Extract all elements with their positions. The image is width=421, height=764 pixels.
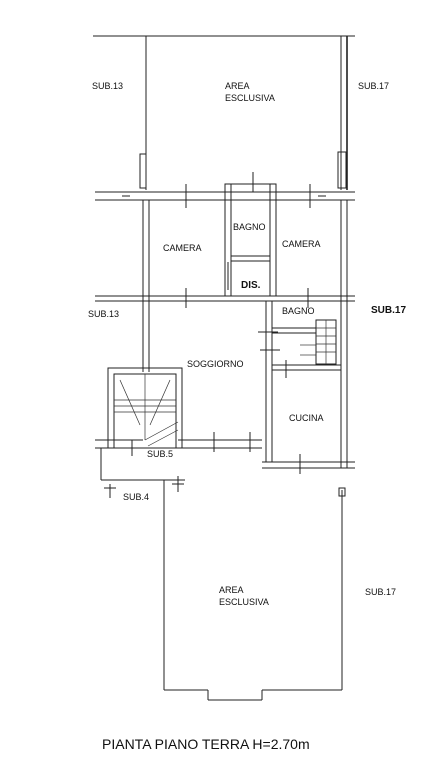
label-area-top-1: AREA bbox=[225, 81, 250, 91]
label-sub13-mid: SUB.13 bbox=[88, 309, 119, 319]
room-camera-left: CAMERA bbox=[163, 243, 202, 253]
internal-stair bbox=[300, 319, 337, 365]
label-area-top-2: ESCLUSIVA bbox=[225, 93, 275, 103]
label-sub17-top: SUB.17 bbox=[358, 81, 389, 91]
label-sub17-bottom: SUB.17 bbox=[365, 587, 396, 597]
label-area-bottom-2: ESCLUSIVA bbox=[219, 597, 269, 607]
top-area-boundary bbox=[93, 35, 355, 190]
room-bagno-right: BAGNO bbox=[282, 306, 315, 316]
common-staircase bbox=[107, 367, 183, 449]
label-sub5: SUB.5 bbox=[147, 449, 173, 459]
label-area-bottom-1: AREA bbox=[219, 585, 244, 595]
room-bagno-top: BAGNO bbox=[233, 222, 266, 232]
plan-title: PIANTA PIANO TERRA H=2.70m bbox=[102, 736, 310, 752]
room-dis: DIS. bbox=[241, 280, 261, 291]
label-sub13-top: SUB.13 bbox=[92, 81, 123, 91]
room-camera-right: CAMERA bbox=[282, 239, 321, 249]
label-sub17-mid: SUB.17 bbox=[371, 305, 406, 316]
bottom-area-boundary bbox=[100, 448, 346, 701]
room-soggiorno: SOGGIORNO bbox=[187, 359, 244, 369]
label-sub4: SUB.4 bbox=[123, 492, 149, 502]
room-cucina: CUCINA bbox=[289, 413, 324, 423]
opening-markers bbox=[104, 172, 326, 498]
